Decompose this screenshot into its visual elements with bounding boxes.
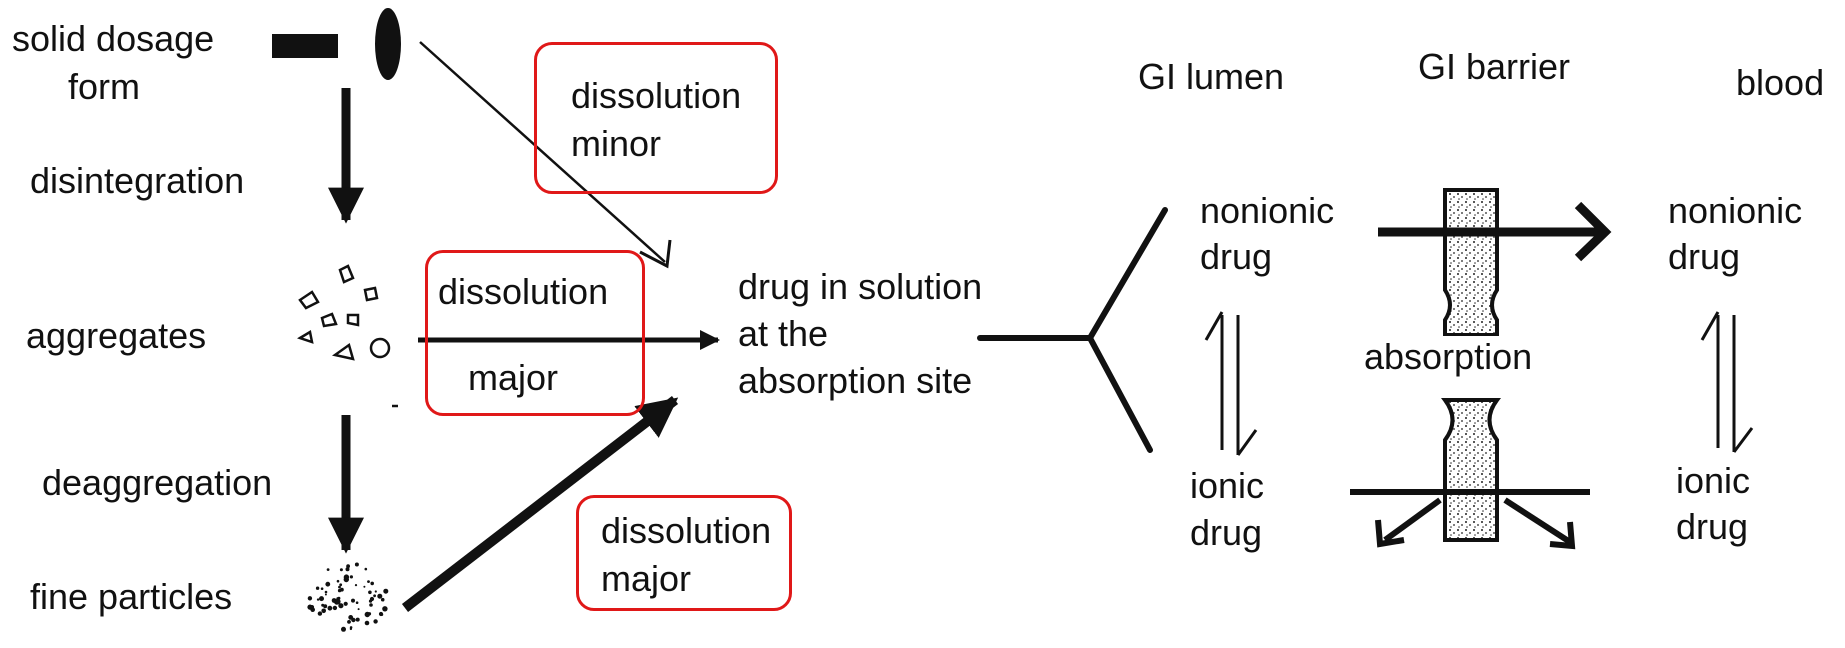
fine-particle-dot — [355, 601, 359, 604]
fine-particle-dot — [320, 587, 324, 590]
fine-particles-dissolution-arrow — [401, 396, 679, 612]
fine-particle-dot — [355, 617, 360, 622]
fine-particle-dot — [345, 567, 350, 572]
lumen-split-connector — [977, 207, 1168, 453]
fine-particle-dot — [364, 567, 368, 571]
lumen-nonionic-line2: drug — [1200, 236, 1273, 277]
fine-particle-dot — [325, 581, 331, 587]
dissolution-major-bottom-line2: major — [601, 558, 692, 599]
nonionic-absorption-arrowhead — [1574, 201, 1612, 262]
deaggregation-label: deaggregation — [42, 462, 273, 503]
fine-particle-dot — [363, 585, 366, 588]
fine-particle-dot — [317, 611, 323, 616]
fine-particle-dot — [354, 562, 359, 567]
fine-particle-dot — [347, 620, 351, 624]
fine-particle-dot — [349, 627, 353, 631]
lumen-equilibrium-icon — [1204, 311, 1258, 456]
fine-particle-dot — [326, 568, 330, 571]
fine-particle-dot — [341, 626, 346, 632]
fine-particle-dot — [335, 598, 341, 605]
fine-particle-dot — [346, 564, 350, 569]
gi-lumen-header: GI lumen — [1138, 56, 1285, 97]
fine-particle-dot — [373, 594, 376, 598]
dissolution-major-bottom-line1: dissolution — [601, 510, 772, 551]
dissolution-minor-arrow — [419, 41, 666, 263]
fine-particle-dot — [315, 586, 320, 590]
fine-particles-icon — [307, 562, 389, 632]
dissolution-minor-box: dissolution minor — [534, 42, 778, 194]
fine-particle-dot — [339, 583, 343, 587]
fine-particle-dot — [380, 597, 385, 602]
dissolution-minor-line2: minor — [571, 123, 662, 164]
dissolution-minor-line1: dissolution — [571, 75, 742, 116]
fine-particle-dot — [321, 608, 327, 614]
blood-ionic-line2: drug — [1676, 506, 1749, 547]
blood-equilibrium-icon — [1700, 311, 1754, 453]
fine-particle-dot — [382, 606, 388, 612]
fine-particle-dot — [373, 619, 378, 624]
lumen-nonionic-line1: nonionic — [1200, 190, 1335, 231]
aggregates-icon — [297, 264, 398, 408]
fine-particle-dot — [348, 615, 354, 620]
fine-particle-dot — [338, 585, 341, 589]
gi-barrier-header: GI barrier — [1418, 46, 1571, 87]
fine-particle-dot — [339, 568, 343, 572]
solid-dosage-form-label-line2: form — [68, 66, 140, 107]
fine-particle-dot — [307, 596, 313, 601]
fine-particle-dot — [369, 596, 375, 602]
fine-particle-dot — [380, 613, 384, 616]
fine-particle-dot — [337, 588, 342, 593]
ionic-blocked-arrows — [1350, 489, 1590, 550]
fine-particle-dot — [338, 603, 344, 609]
fine-particle-dot — [324, 590, 328, 594]
fine-particle-dot — [324, 593, 327, 596]
blood-nonionic-line2: drug — [1668, 236, 1741, 277]
gi-barrier-membrane-lower — [1441, 398, 1501, 542]
fine-particle-dot — [343, 601, 348, 606]
blood-ionic-line1: ionic — [1676, 460, 1751, 501]
gi-barrier-membrane-upper — [1443, 188, 1499, 337]
fine-particle-dot — [374, 590, 377, 593]
fine-particle-dot — [327, 605, 333, 611]
fine-particle-dot — [370, 581, 375, 586]
fine-particle-dot — [316, 598, 320, 601]
fine-particle-dot — [354, 584, 358, 587]
disintegration-label: disintegration — [30, 160, 245, 201]
fine-particle-dot — [367, 580, 370, 583]
drug-in-solution-line3: absorption site — [738, 360, 973, 401]
fine-particle-dot — [336, 579, 340, 583]
dissolution-minor-arrowhead — [639, 239, 672, 269]
fine-particle-dot — [368, 590, 372, 595]
lumen-ionic-line2: drug — [1190, 512, 1263, 553]
fine-particle-dot — [383, 588, 389, 594]
fine-particle-dot — [364, 620, 370, 626]
fine-particle-dot — [379, 595, 382, 598]
fine-particle-dot — [323, 604, 328, 609]
dissolution-major-bottom-box: dissolution major — [576, 495, 792, 611]
fine-particle-dot — [343, 574, 350, 580]
tablet-rect-icon — [272, 34, 338, 58]
fine-particle-dot — [367, 612, 372, 616]
fine-particles-label: fine particles — [30, 576, 233, 617]
drug-in-solution-line1: drug in solution — [738, 266, 983, 307]
absorption-label: absorption — [1364, 336, 1533, 378]
fine-particle-dot — [310, 607, 316, 612]
blood-header: blood — [1736, 62, 1825, 103]
dissolution-major-middle-line2: major — [468, 357, 559, 398]
blood-nonionic-line1: nonionic — [1668, 190, 1803, 231]
aggregates-label: aggregates — [26, 315, 207, 356]
capsule-icon — [375, 8, 401, 80]
fine-particle-dot — [332, 605, 338, 611]
solid-dosage-form-label-line1: solid dosage — [12, 18, 215, 59]
dissolution-major-middle-box: dissolution major — [425, 250, 645, 416]
lumen-ionic-line1: ionic — [1190, 465, 1265, 506]
fine-particle-dot — [369, 603, 373, 607]
fine-particle-dot — [349, 575, 353, 579]
fine-particle-dot — [357, 608, 360, 611]
dissolution-major-middle-line1: dissolution — [438, 271, 609, 312]
fine-particle-dot — [351, 598, 355, 603]
fine-particle-dot — [319, 596, 324, 602]
drug-in-solution-line2: at the — [738, 313, 829, 354]
